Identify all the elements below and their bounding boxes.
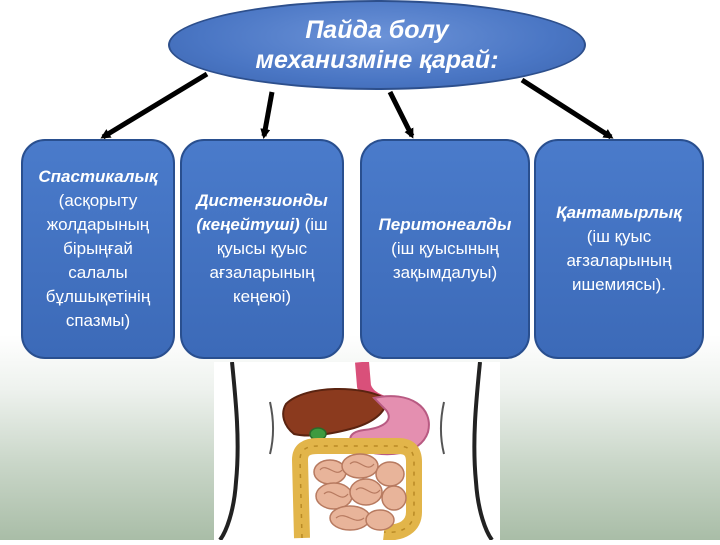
card-description: (іш қуысының зақымдалуы) <box>391 239 499 282</box>
arrow-to-vascular <box>520 77 614 140</box>
card-term: Перитонеалды <box>378 215 512 234</box>
card-description: (іш қуысы қуыс ағзаларының кеңеюі) <box>209 215 328 306</box>
title-line-1: Пайда болу <box>305 16 449 44</box>
card-description: (асқорыту жолдарының бірыңғай салалы бұл… <box>45 191 151 330</box>
card-term: Қантамырлық <box>556 203 682 222</box>
digestive-system-icon <box>218 361 494 542</box>
card-description: (іш қуыс ағзаларының ишемиясы). <box>566 227 672 294</box>
arrow-to-peritoneal <box>387 90 415 139</box>
digestive-system-illustration <box>214 361 500 542</box>
card-spastic: Спастикалық (асқорыту жолдарының бірыңға… <box>21 139 175 359</box>
title-line-2: механизміне қарай: <box>255 46 499 74</box>
card-term: Дистензионды (кеңейтуші) <box>196 191 328 234</box>
card-vascular: Қантамырлық (іш қуыс ағзаларының ишемияс… <box>534 139 704 359</box>
arrow-to-distension <box>260 91 275 139</box>
arrow-to-spastic <box>100 71 209 140</box>
card-term: Спастикалық <box>38 167 158 186</box>
card-peritoneal: Перитонеалды (іш қуысының зақымдалуы) <box>360 139 530 359</box>
card-distension: Дистензионды (кеңейтуші) (іш қуысы қуыс … <box>180 139 344 359</box>
title-oval: Пайда болу механизміне қарай: <box>168 0 586 90</box>
